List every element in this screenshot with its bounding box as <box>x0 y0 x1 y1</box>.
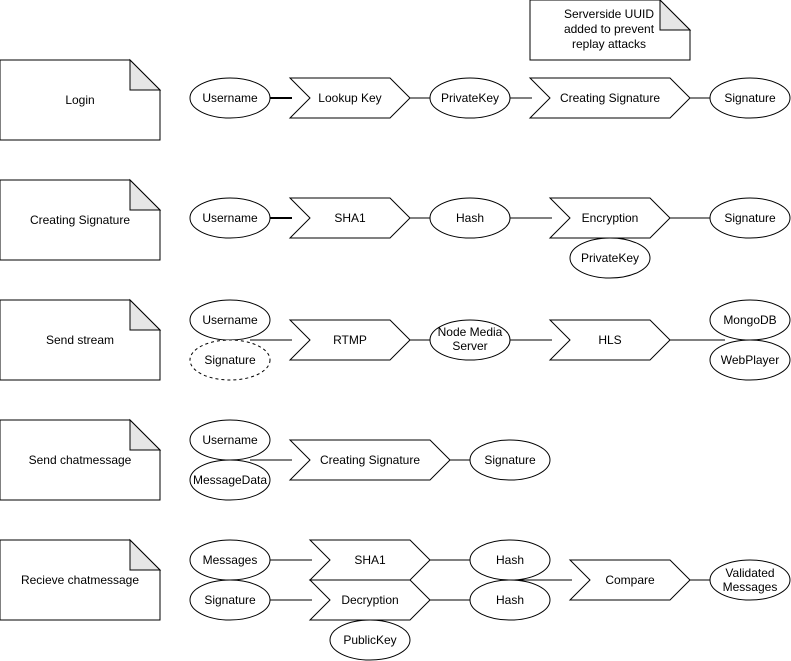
row-login-title: Login <box>65 93 94 107</box>
login-privatekey-node: PrivateKey <box>429 77 511 119</box>
cs-encryption-step: Encryption <box>548 197 671 239</box>
svg-text:Signature: Signature <box>484 453 536 467</box>
svg-text:PrivateKey: PrivateKey <box>441 91 499 105</box>
svg-text:Node Media: Node Media <box>438 325 503 339</box>
svg-text:Validated: Validated <box>725 566 774 580</box>
ss-rtmp-step: RTMP <box>288 319 411 361</box>
svg-text:MongoDB: MongoDB <box>723 313 776 327</box>
svg-text:MessageData: MessageData <box>193 473 267 487</box>
row-send-chat-title: Send chatmessage <box>29 453 132 467</box>
svg-text:Messages: Messages <box>723 580 778 594</box>
svg-text:Signature: Signature <box>204 353 256 367</box>
svg-text:Username: Username <box>202 91 258 105</box>
row-send-chat-title-card: Send chatmessage <box>0 418 162 501</box>
cs-privatekey-node: PrivateKey <box>569 237 651 279</box>
ss-hls-step: HLS <box>548 319 671 361</box>
rc-hash-node-2: Hash <box>469 579 551 621</box>
row-creating-signature-title-card: Creating Signature <box>0 178 162 261</box>
rc-sha1-step: SHA1 <box>308 539 431 581</box>
rc-hash-node-1: Hash <box>469 539 551 581</box>
rc-validated-messages-node: Validated Messages <box>709 559 791 601</box>
svg-text:Hash: Hash <box>456 211 484 225</box>
svg-text:RTMP: RTMP <box>333 333 367 347</box>
ss-webplayer-node: WebPlayer <box>709 339 791 381</box>
svg-text:Server: Server <box>452 339 487 353</box>
sc-messagedata-node: MessageData <box>189 459 271 501</box>
svg-text:WebPlayer: WebPlayer <box>721 353 779 367</box>
rc-messages-node: Messages <box>189 539 271 581</box>
svg-text:Creating Signature: Creating Signature <box>320 453 420 467</box>
svg-text:Lookup Key: Lookup Key <box>318 91 381 105</box>
sc-signature-node: Signature <box>469 439 551 481</box>
svg-text:PublicKey: PublicKey <box>343 633 396 647</box>
note-line-2: added to prevent <box>564 22 655 36</box>
svg-text:PrivateKey: PrivateKey <box>581 251 639 265</box>
login-lookup-key-step: Lookup Key <box>288 77 411 119</box>
svg-text:Compare: Compare <box>605 573 655 587</box>
svg-text:SHA1: SHA1 <box>334 211 366 225</box>
svg-text:Decryption: Decryption <box>341 593 398 607</box>
svg-text:Username: Username <box>202 211 258 225</box>
row-receive-chat-title-card: Recieve chatmessage <box>0 538 162 621</box>
rc-signature-node: Signature <box>189 579 271 621</box>
rc-publickey-node: PublicKey <box>329 619 411 661</box>
sc-username-node: Username <box>189 419 271 461</box>
svg-text:Creating Signature: Creating Signature <box>560 91 660 105</box>
svg-text:Messages: Messages <box>203 553 258 567</box>
rc-compare-step: Compare <box>568 559 691 601</box>
svg-text:SHA1: SHA1 <box>354 553 386 567</box>
cs-username-node: Username <box>189 197 271 239</box>
ss-node-media-server-node: Node Media Server <box>429 319 511 361</box>
row-send-stream-title: Send stream <box>46 333 114 347</box>
note-line-1: Serverside UUID <box>564 7 654 21</box>
svg-text:Signature: Signature <box>724 211 776 225</box>
note-uuid: Serverside UUID added to prevent replay … <box>529 0 692 61</box>
login-signature-node: Signature <box>709 77 791 119</box>
row-creating-signature-title: Creating Signature <box>30 213 130 227</box>
svg-text:Hash: Hash <box>496 553 524 567</box>
cs-sha1-step: SHA1 <box>288 197 411 239</box>
svg-text:Signature: Signature <box>724 91 776 105</box>
login-username-node: Username <box>189 77 271 119</box>
ss-signature-node-dashed: Signature <box>189 339 271 381</box>
row-receive-chat-title: Recieve chatmessage <box>21 573 139 587</box>
row-login-title-card: Login <box>0 58 162 141</box>
note-line-3: replay attacks <box>572 37 646 51</box>
svg-text:Username: Username <box>202 313 258 327</box>
rc-decryption-step: Decryption <box>308 579 431 621</box>
login-creating-signature-step: Creating Signature <box>528 77 691 119</box>
sc-creating-signature-step: Creating Signature <box>288 439 451 481</box>
row-send-stream-title-card: Send stream <box>0 298 162 381</box>
ss-username-node: Username <box>189 299 271 341</box>
svg-text:Username: Username <box>202 433 258 447</box>
ss-mongodb-node: MongoDB <box>709 299 791 341</box>
cs-signature-node: Signature <box>709 197 791 239</box>
svg-text:HLS: HLS <box>598 333 621 347</box>
svg-text:Signature: Signature <box>204 593 256 607</box>
cs-hash-node: Hash <box>429 197 511 239</box>
svg-text:Hash: Hash <box>496 593 524 607</box>
svg-text:Encryption: Encryption <box>582 211 639 225</box>
